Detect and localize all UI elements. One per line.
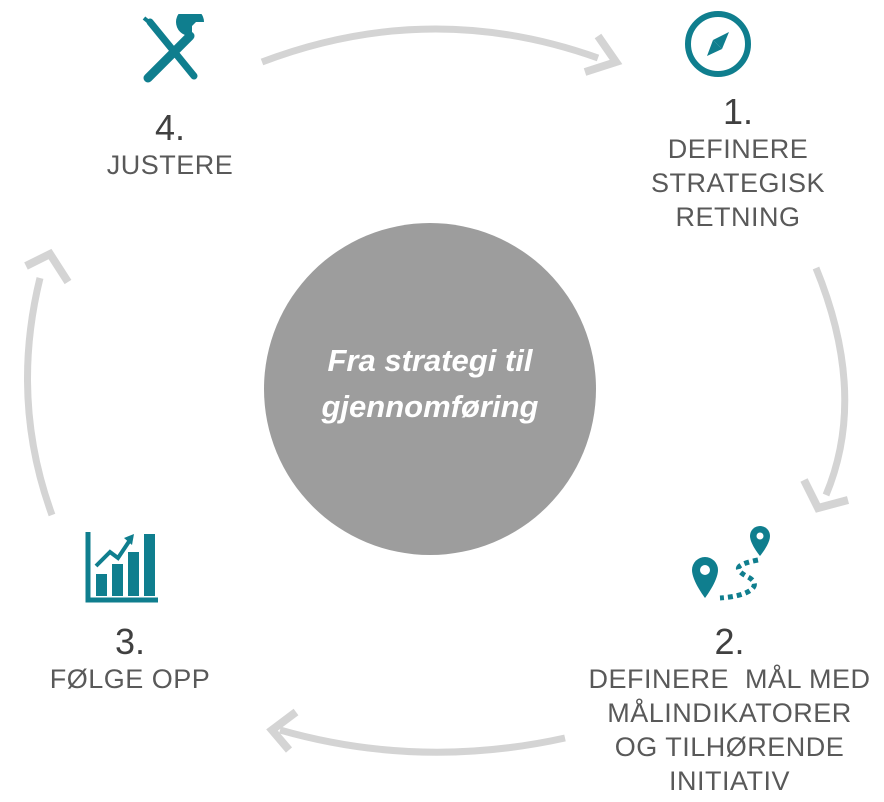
step-2: 2. DEFINERE MÅL MED MÅLINDIKATORER OG TI…: [575, 622, 884, 798]
tools-icon: [142, 14, 204, 83]
step-1-line-2: STRATEGISK: [650, 168, 826, 198]
step-3-line-1: FØLGE OPP: [49, 664, 211, 694]
arrowhead-bottom: [266, 708, 299, 753]
step-2-line-4: INITIATIV: [668, 766, 790, 796]
route-map-pins-icon: [692, 526, 770, 601]
step-2-number: 2.: [714, 621, 745, 662]
center-label: Fra strategi til gjennomføring: [265, 338, 595, 430]
step-3-number: 3.: [114, 621, 146, 662]
rising-bar-chart-icon: [85, 532, 158, 603]
step-4-number: 4.: [154, 107, 186, 148]
step-3: 3. FØLGE OPP: [20, 622, 240, 696]
arrow-left: [24, 277, 56, 517]
center-label-line-2: gjennomføring: [321, 389, 539, 424]
step-4-line-1: JUSTERE: [106, 150, 234, 180]
center-circle: [264, 223, 596, 555]
step-1-number: 1.: [722, 91, 754, 132]
arrow-top: [260, 25, 600, 66]
compass-icon: [685, 11, 751, 77]
arrow-right: [812, 266, 849, 497]
arrow-bottom: [279, 726, 566, 756]
step-4: 4. JUSTERE: [60, 108, 280, 182]
center-label-line-1: Fra strategi til: [327, 343, 533, 378]
step-1-line-1: DEFINERE: [667, 134, 809, 164]
arrowhead-right: [800, 478, 850, 513]
arrowhead-top: [583, 33, 623, 76]
step-2-line-3: OG TILHØRENDE: [614, 732, 845, 762]
step-1: 1. DEFINERE STRATEGISK RETNING: [608, 92, 868, 234]
step-2-line-1: DEFINERE MÅL MED: [588, 664, 871, 694]
step-1-line-3: RETNING: [675, 202, 801, 232]
step-2-line-2: MÅLINDIKATORER: [607, 698, 852, 728]
arrowhead-left: [24, 248, 72, 285]
